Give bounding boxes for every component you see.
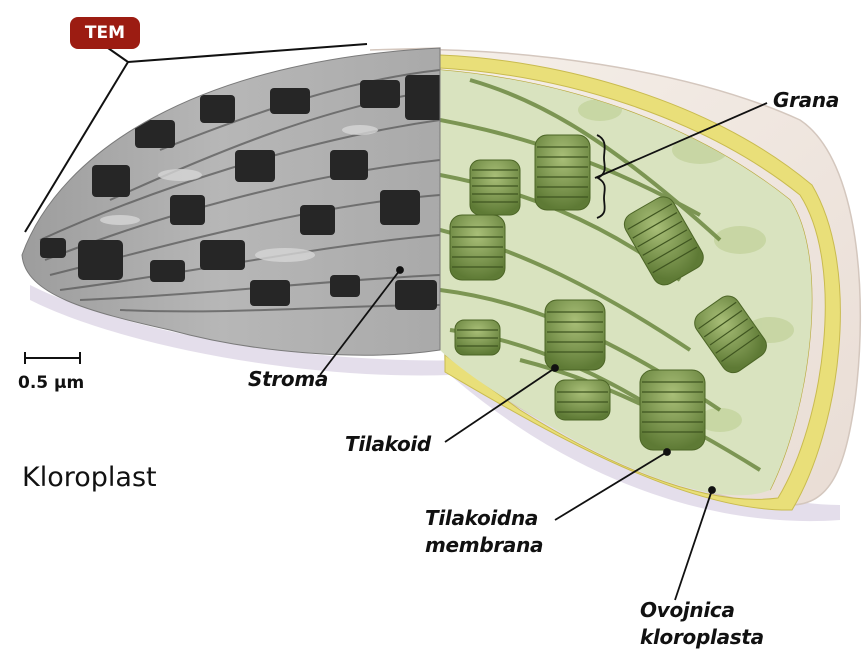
label-tilakoidna-line2: membrana	[425, 533, 543, 557]
ovojnica-dot	[709, 487, 715, 493]
label-ovojnica-line1: Ovojnica	[640, 598, 735, 622]
ovojnica-leader	[675, 490, 712, 600]
tem-micrograph-half	[0, 40, 445, 370]
stroma-dot	[397, 267, 403, 273]
scale-bar-label: 0.5 µm	[18, 373, 84, 393]
label-grana: Grana	[773, 88, 839, 112]
tilakoid-dot	[552, 365, 558, 371]
label-stroma: Stroma	[248, 367, 328, 391]
figure-title: Kloroplast	[22, 462, 157, 493]
scale-bar	[25, 352, 80, 364]
label-tilakoid: Tilakoid	[345, 432, 431, 456]
label-tilakoidna-line1: Tilakoidna	[425, 506, 538, 530]
tem-badge: TEM	[70, 17, 140, 49]
label-ovojnica-line2: kloroplasta	[640, 625, 764, 649]
tilakoidna-dot	[664, 449, 670, 455]
